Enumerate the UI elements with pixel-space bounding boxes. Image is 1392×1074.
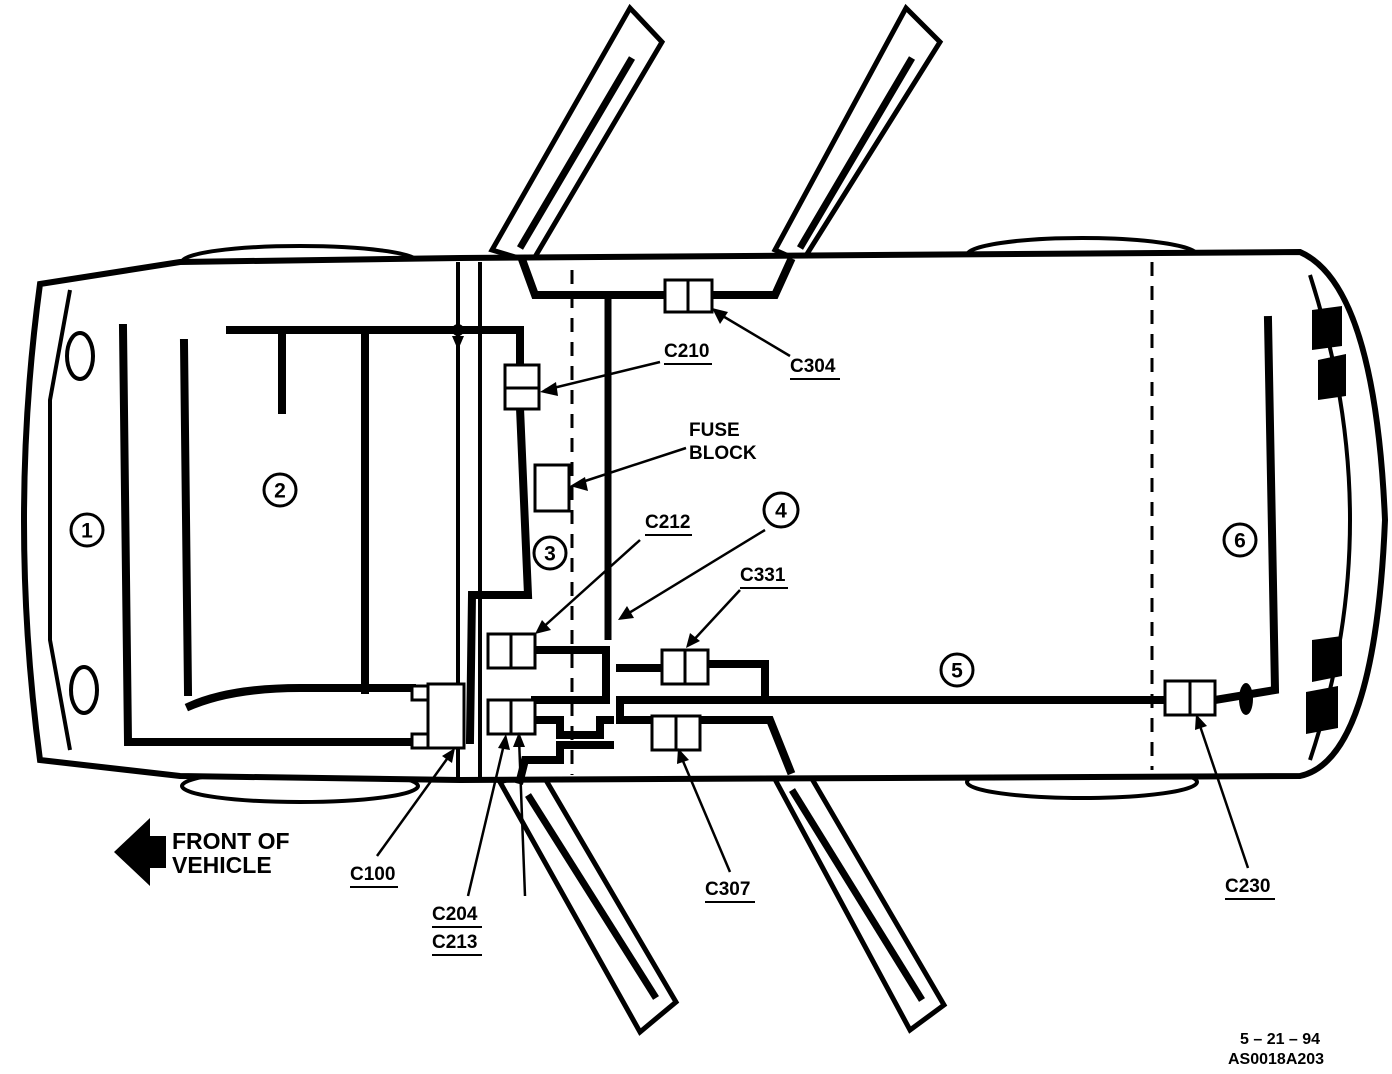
zone-6-label: 6 [1234,530,1246,553]
label-c331: C331 [740,565,786,586]
front-arrow-icon [114,818,166,886]
label-c230: C230 [1225,876,1270,897]
label-c210: C210 [664,341,709,362]
label-c212: C212 [645,512,690,533]
zone-6-marker: 6 [1222,522,1258,558]
connectors [410,278,1217,752]
harness-wires [118,256,1280,785]
label-vehicle: VEHICLE [172,852,272,878]
zone-5-marker: 5 [939,652,975,688]
connector-c212 [486,632,537,670]
figure-date: 5 – 21 – 94 [1240,1031,1320,1048]
rear-left-door-open [771,3,944,266]
label-front-of: FRONT OF [172,828,290,854]
zone-3-label: 3 [544,543,556,566]
connector-labels: C210 C304 FUSE BLOCK C212 C331 C100 C204… [350,341,1275,956]
connector-c230 [1163,679,1217,717]
label-c307: C307 [705,879,750,900]
connector-c100 [410,682,466,750]
connector-c331 [660,648,710,686]
zone-1-label: 1 [81,520,93,543]
connector-c304 [663,278,714,314]
figure-code: AS0018A203 [1228,1051,1324,1068]
zone-2-label: 2 [274,480,286,503]
zone-5-label: 5 [951,660,963,683]
front-right-door-open [496,767,680,1036]
zone-1-marker: 1 [69,512,105,548]
connector-c307 [650,714,702,752]
label-c100: C100 [350,864,395,885]
zone-3-marker: 3 [532,535,568,571]
rear-right-door-open [765,767,948,1034]
fuse-block [533,463,571,513]
label-block: BLOCK [689,443,757,464]
label-fuse: FUSE [689,420,740,441]
connector-c210 [503,363,541,411]
leader-arrows [375,308,1250,897]
zone-markers: 1 2 3 4 5 6 [69,472,1258,688]
label-c204: C204 [432,904,478,925]
front-of-vehicle-indicator: FRONT OF VEHICLE [114,818,290,886]
figure-reference: 5 – 21 – 94 AS0018A203 [1228,1031,1324,1068]
label-c304: C304 [790,356,836,377]
connector-c204-c213 [486,698,537,736]
zone-4-marker: 4 [762,491,800,529]
front-left-door-open [488,3,666,265]
label-c213: C213 [432,932,477,953]
zone-4-label: 4 [775,500,787,523]
zone-2-marker: 2 [262,472,298,508]
